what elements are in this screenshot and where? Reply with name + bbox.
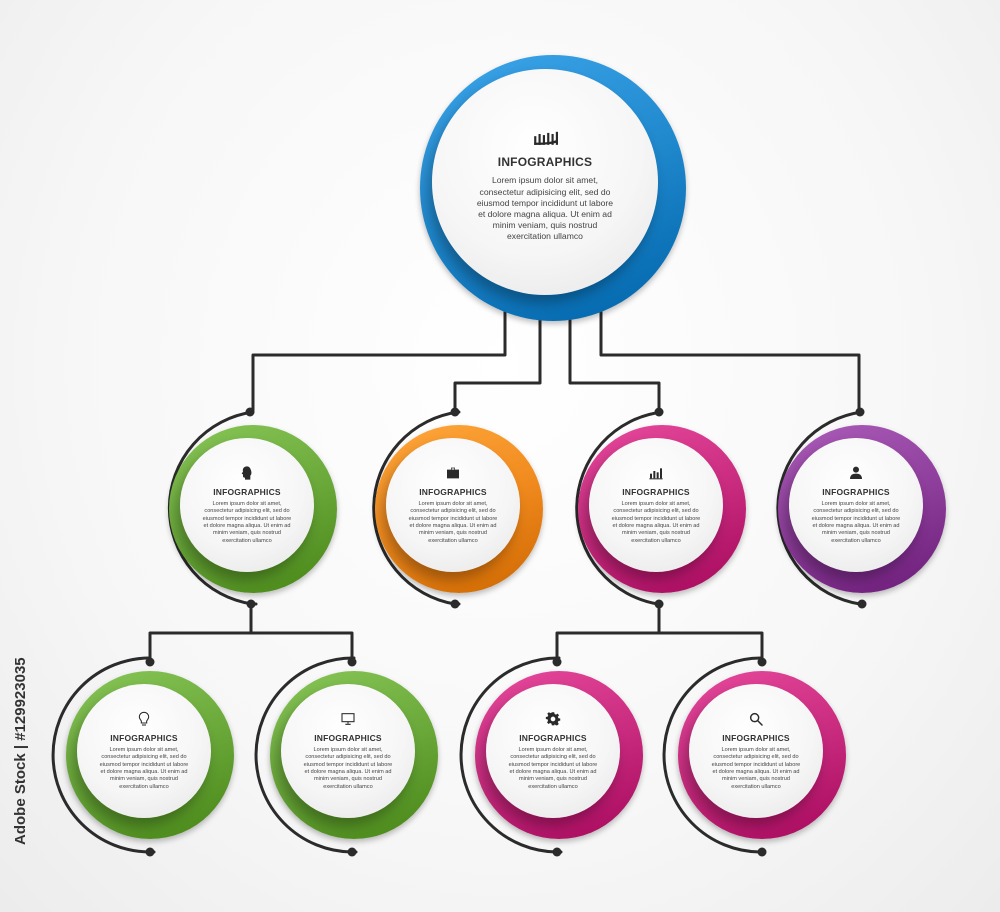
connector-dot	[145, 657, 155, 667]
node-4: INFOGRAPHICS Lorem ipsum dolor sit amet, …	[778, 425, 946, 593]
node-title: INFOGRAPHICS	[722, 733, 790, 744]
node-title: INFOGRAPHICS	[822, 487, 890, 498]
connector-line	[657, 631, 764, 662]
node-title: INFOGRAPHICS	[314, 733, 382, 744]
connector-dot	[347, 657, 357, 667]
connector-line	[568, 316, 661, 412]
connector-dot	[246, 599, 256, 609]
connector-dot	[654, 407, 664, 417]
connector-dot	[145, 847, 155, 857]
node-6: INFOGRAPHICS Lorem ipsum dolor sit amet, …	[270, 671, 438, 839]
connector-dot	[857, 599, 867, 609]
wrap-arc	[776, 410, 866, 606]
node-title: INFOGRAPHICS	[419, 487, 487, 498]
connector-dot	[654, 599, 664, 609]
wrap-arc	[662, 656, 766, 854]
node-text: Lorem ipsum dolor sit amet, consectetur …	[811, 501, 901, 544]
node-text: Lorem ipsum dolor sit amet, consectetur …	[508, 747, 598, 790]
head-profile-icon	[239, 465, 255, 485]
node-disc: INFOGRAPHICS Lorem ipsum dolor sit amet, …	[76, 683, 212, 819]
wrap-arc	[51, 656, 156, 854]
wrap-arc	[459, 656, 563, 854]
node-title: INFOGRAPHICS	[622, 487, 690, 498]
magnifier-icon	[748, 711, 764, 731]
node-1: INFOGRAPHICS Lorem ipsum dolor sit amet, …	[169, 425, 337, 593]
connector-line	[148, 602, 253, 662]
node-disc: INFOGRAPHICS Lorem ipsum dolor sit amet, …	[385, 437, 521, 573]
monitor-icon	[340, 711, 356, 731]
connector-line	[453, 316, 542, 412]
node-disc: INFOGRAPHICS Lorem ipsum dolor sit amet, …	[788, 437, 924, 573]
node-text: Lorem ipsum dolor sit amet, consectetur …	[303, 747, 393, 790]
connector-dot	[347, 847, 357, 857]
node-title: INFOGRAPHICS	[497, 155, 593, 170]
node-title: INFOGRAPHICS	[213, 487, 281, 498]
node-title: INFOGRAPHICS	[519, 733, 587, 744]
wrap-arc	[575, 410, 664, 606]
connector-line	[599, 310, 861, 412]
connector-dot	[552, 847, 562, 857]
connector-dot	[450, 407, 460, 417]
connector-dot	[757, 657, 767, 667]
node-5: INFOGRAPHICS Lorem ipsum dolor sit amet, …	[66, 671, 234, 839]
connector-dot	[450, 599, 460, 609]
connector-dot	[757, 847, 767, 857]
bar-chart-icon	[648, 465, 664, 485]
node-text: Lorem ipsum dolor sit amet, consectetur …	[202, 501, 292, 544]
side-caption: Adobe Stock | #129923035	[12, 657, 29, 845]
node-disc: INFOGRAPHICS Lorem ipsum dolor sit amet, …	[688, 683, 824, 819]
node-text: Lorem ipsum dolor sit amet, consectetur …	[711, 747, 801, 790]
node-disc: INFOGRAPHICS Lorem ipsum dolor sit amet, …	[588, 437, 724, 573]
root-node: INFOGRAPHICS Lorem ipsum dolor sit amet, …	[420, 55, 686, 321]
node-text: Lorem ipsum dolor sit amet, consectetur …	[611, 501, 701, 544]
connector-dot	[245, 407, 255, 417]
node-disc: INFOGRAPHICS Lorem ipsum dolor sit amet, …	[431, 68, 659, 296]
lightbulb-icon	[136, 711, 152, 731]
node-title: INFOGRAPHICS	[110, 733, 178, 744]
growth-chart-icon	[532, 121, 578, 151]
node-text: Lorem ipsum dolor sit amet, consectetur …	[99, 747, 189, 790]
node-8: INFOGRAPHICS Lorem ipsum dolor sit amet, …	[678, 671, 846, 839]
user-icon	[848, 465, 864, 485]
node-text: Lorem ipsum dolor sit amet, consectetur …	[408, 501, 498, 544]
node-text: Lorem ipsum dolor sit amet, consectetur …	[476, 175, 614, 242]
gear-icon	[545, 711, 561, 731]
connector-line	[251, 310, 507, 412]
briefcase-icon	[445, 465, 461, 485]
node-disc: INFOGRAPHICS Lorem ipsum dolor sit amet, …	[179, 437, 315, 573]
node-3: INFOGRAPHICS Lorem ipsum dolor sit amet, …	[578, 425, 746, 593]
connector-line	[249, 631, 354, 662]
connector-line	[555, 602, 661, 662]
connector-dot	[552, 657, 562, 667]
wrap-arc	[254, 656, 358, 854]
node-disc: INFOGRAPHICS Lorem ipsum dolor sit amet, …	[485, 683, 621, 819]
wrap-arc	[372, 410, 461, 606]
node-disc: INFOGRAPHICS Lorem ipsum dolor sit amet, …	[280, 683, 416, 819]
node-7: INFOGRAPHICS Lorem ipsum dolor sit amet, …	[475, 671, 643, 839]
connector-dot	[855, 407, 865, 417]
node-2: INFOGRAPHICS Lorem ipsum dolor sit amet, …	[375, 425, 543, 593]
